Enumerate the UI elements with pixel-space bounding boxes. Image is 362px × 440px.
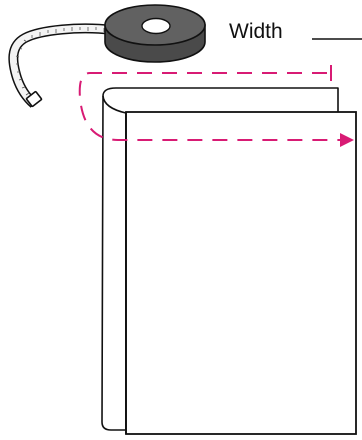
tape-measure-icon	[8, 4, 206, 108]
book-icon	[101, 87, 357, 435]
tape-strip-face	[9, 24, 113, 107]
tape-hook	[25, 90, 43, 108]
width-label: Width	[229, 20, 283, 43]
tape-ticks	[15, 27, 105, 96]
measurement-arrowhead	[340, 133, 354, 147]
book-spine	[102, 95, 127, 114]
measurement-arrow	[78, 65, 354, 147]
book-front-cover	[125, 111, 357, 435]
tape-reel-hole	[141, 17, 171, 35]
